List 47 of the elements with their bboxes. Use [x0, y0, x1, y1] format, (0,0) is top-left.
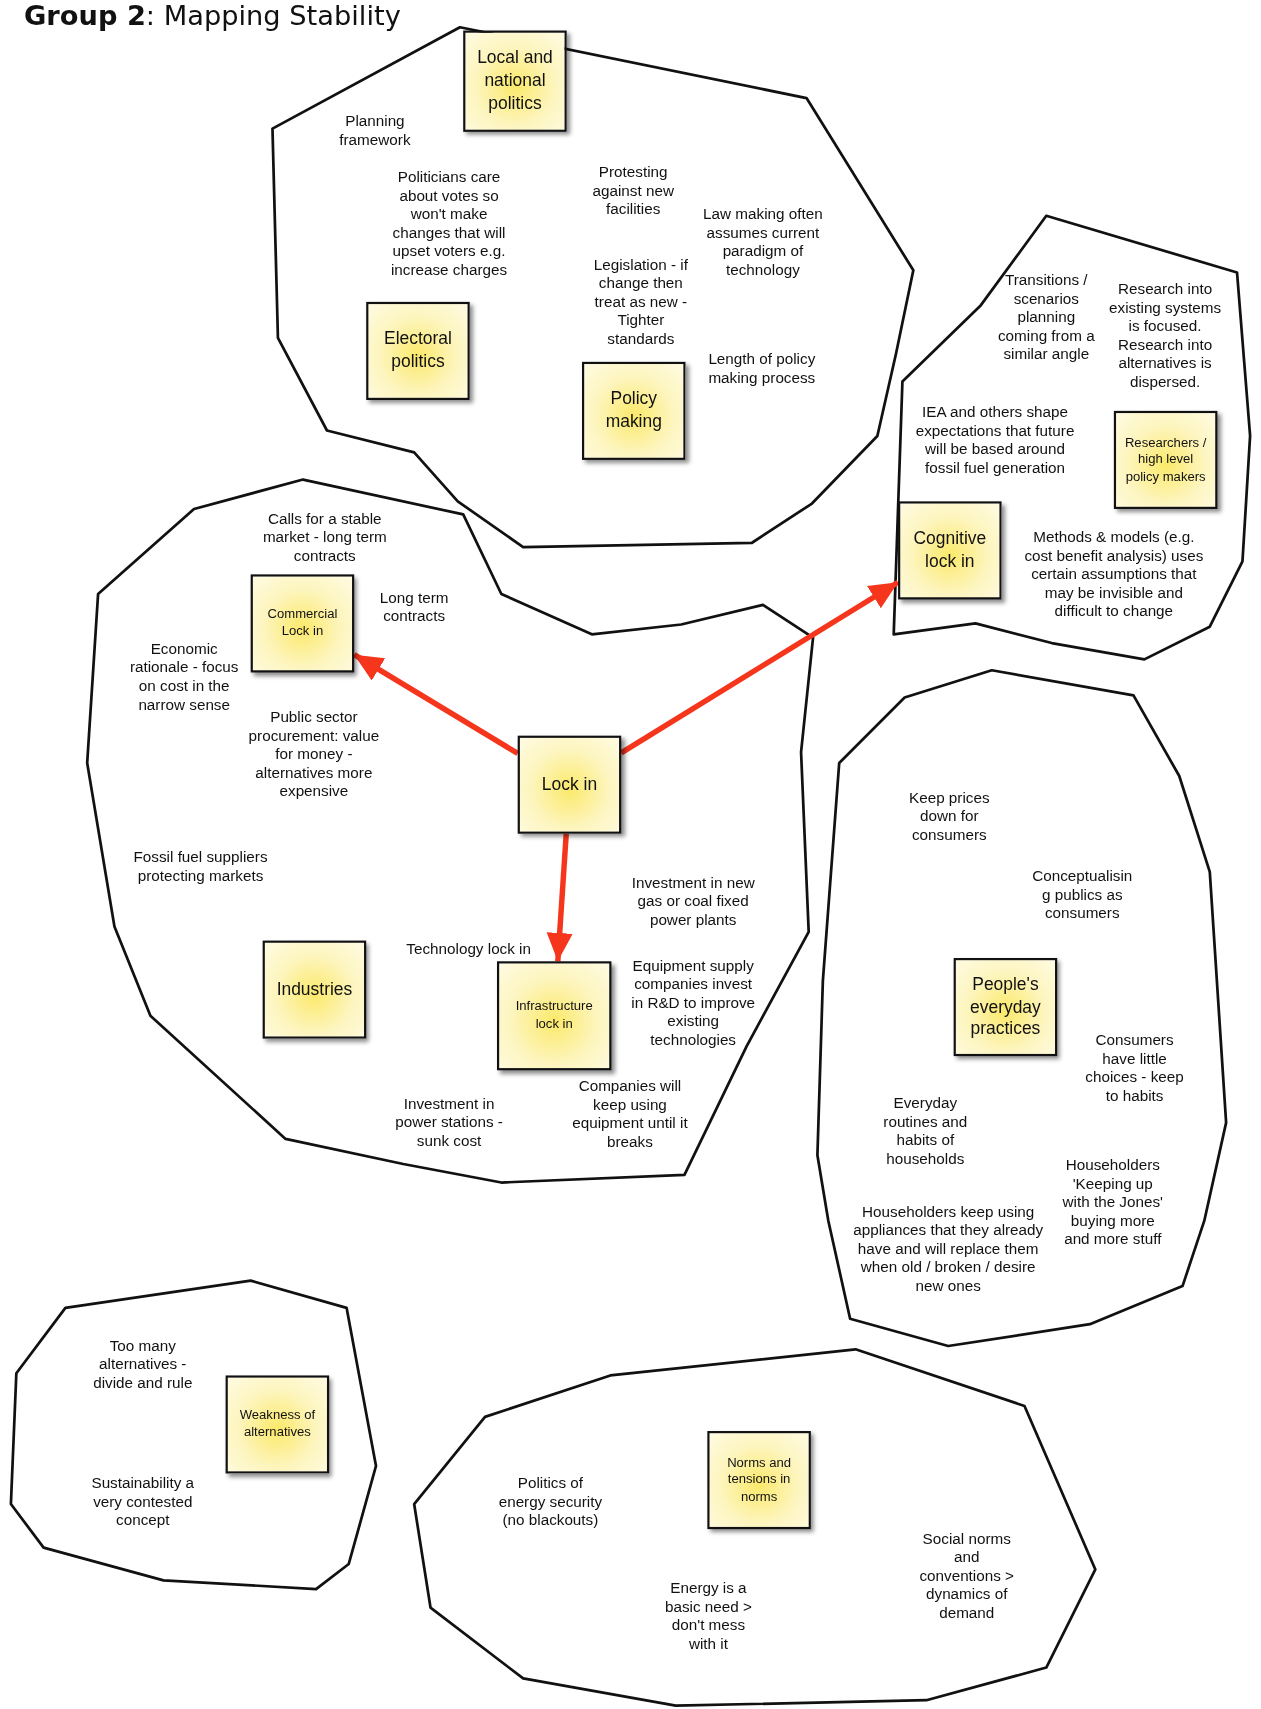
note-text: Calls for a stable market - long term contracts [261, 509, 388, 566]
title: Group 2: Mapping Stability [24, 0, 401, 32]
note-text: Equipment supply companies invest in R&D to improve existing technologies [630, 956, 757, 1049]
sticky-note: Local and national politics [463, 30, 567, 132]
sticky-note: Policy making [582, 361, 686, 460]
note-text: Law making often assumes current paradigm of technology [702, 204, 824, 279]
sticky-note: Infrastructure lock in [497, 961, 612, 1071]
arrow [352, 652, 520, 756]
note-text: Energy is a basic need > don't mess with it [663, 1579, 753, 1654]
note-text: Transitions / scenarios planning coming from a similar angle [996, 270, 1096, 364]
note-text: Investment in new gas or coal fixed power plants [630, 873, 756, 930]
note-text: Planning framework [338, 112, 412, 150]
sticky-note: Weakness of alternatives [225, 1375, 330, 1474]
note-text: Politics of energy security (no blackouts) [498, 1474, 603, 1530]
note-text: Long term contracts [378, 588, 450, 626]
note-text: Investment in power stations - sunk cost [394, 1094, 504, 1151]
note-text: Conceptualising publics as consumers [1032, 867, 1133, 923]
note-text: Social norms and conventions > dynamics of demand [918, 1529, 1015, 1623]
sticky-note: Lock in [517, 735, 622, 834]
note-text: Householders keep using appliances that they already have and will replace them when old / broken / desire new ones [852, 1202, 1044, 1296]
sticky-note: Cognitive lock in [898, 501, 1002, 600]
note-text: Everyday routines and habits of households [882, 1094, 969, 1169]
note-text: Length of policy making process [707, 349, 817, 387]
sticky-note: Researchers / high level policy makers [1113, 410, 1218, 509]
note-text: Economic rationale - focus on cost in the narrow sense [129, 639, 239, 714]
note-text: IEA and others shape expectations that future will be based around fossil fuel generation [914, 403, 1076, 478]
note-text: Fossil fuel suppliers protecting markets [132, 847, 269, 885]
note-text: Householders 'Keeping up with the Jones' buying more and more stuff [1061, 1155, 1164, 1249]
note-text: Research into existing systems is focused. Research into alternatives is dispersed. [1108, 280, 1223, 392]
sticky-note: Norms and tensions in norms [707, 1431, 811, 1530]
arrow [546, 833, 573, 962]
note-text: Methods & models (e.g. cost benefit analysis) uses certain assumptions that may be invisible and difficult to change [1023, 528, 1204, 621]
sticky-note: Industries [262, 940, 367, 1039]
note-text: Too many alternatives - divide and rule [92, 1336, 194, 1393]
sticky-note: Commercial Lock in [250, 574, 355, 673]
note-text: Keep prices down for consumers [908, 788, 991, 845]
note-text: Technology lock in [405, 940, 532, 959]
sticky-note: People's everyday practices [953, 958, 1058, 1057]
arrow [619, 579, 900, 756]
note-text: Legislation - if change then treat as new - Tighter standards [592, 255, 689, 349]
note-text: Sustainability a very contested concept [90, 1474, 196, 1530]
note-text: Consumers have little choices - keep to habits [1084, 1031, 1185, 1106]
note-text: Public sector procurement: value for money - alternatives more expensive [247, 707, 381, 801]
note-text: Protesting against new facilities [591, 162, 675, 219]
note-text: Companies will keep using equipment until it breaks [571, 1076, 689, 1151]
note-text: Politicians care about votes so won't make changes that will upset voters e.g. increase charges [389, 167, 509, 279]
sticky-note: Electoral politics [366, 301, 470, 400]
